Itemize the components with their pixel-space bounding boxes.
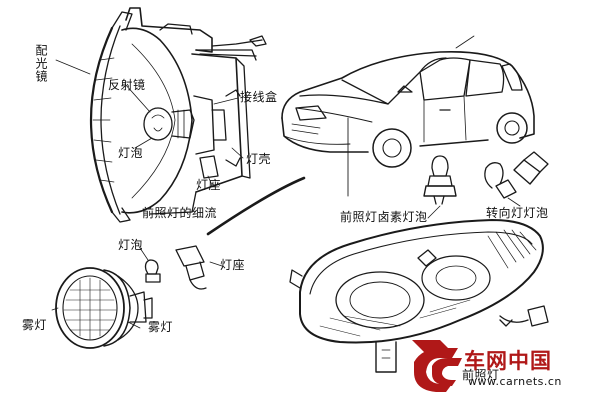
fog-holder-drawing (175, 245, 207, 290)
label-lamp-holder: 灯座 (196, 178, 222, 192)
fog-leader-lines (51, 247, 223, 329)
car-drawing (281, 50, 535, 168)
label-bulb-top: 灯泡 (118, 146, 144, 160)
fog-bulb-drawing (144, 259, 161, 283)
label-reflector: 反射镜 (108, 78, 146, 92)
label-fog-lamp-right: 雾灯 (148, 320, 174, 334)
label-front-lamp: 前照灯 (462, 368, 500, 382)
fog-lamp-drawing (55, 267, 153, 349)
turn-signal-bulb-drawing (484, 151, 549, 199)
pointer-line (206, 176, 306, 236)
label-holder-left: 灯座 (220, 258, 246, 272)
label-bulb-left: 灯泡 (118, 238, 144, 252)
front-lamp-assembly-drawing (289, 219, 549, 373)
label-reflector-glass: 配光镜 (34, 44, 48, 83)
label-turn-signal-bulb: 转向灯灯泡 (486, 206, 549, 220)
label-fog-lamp-left: 雾灯 (22, 318, 48, 332)
carnets-logo-mark (412, 340, 462, 392)
label-connector-box: 接线盒 (240, 90, 278, 104)
headlamp-leader-lines (55, 59, 244, 186)
label-headlamp-halogen-bulb: 前照灯卤素灯泡 (340, 210, 428, 224)
headlamp-cutaway-drawing (89, 7, 267, 223)
label-lamp-housing: 灯壳 (246, 152, 272, 166)
label-headlamp-detail: 前照灯的细流 (142, 206, 218, 220)
watermark-brand: 车网中国 (464, 349, 552, 373)
bulb-leader-lines (427, 197, 521, 219)
halogen-bulb-drawing (423, 155, 457, 205)
watermark-url: www.carnets.cn (468, 375, 562, 388)
